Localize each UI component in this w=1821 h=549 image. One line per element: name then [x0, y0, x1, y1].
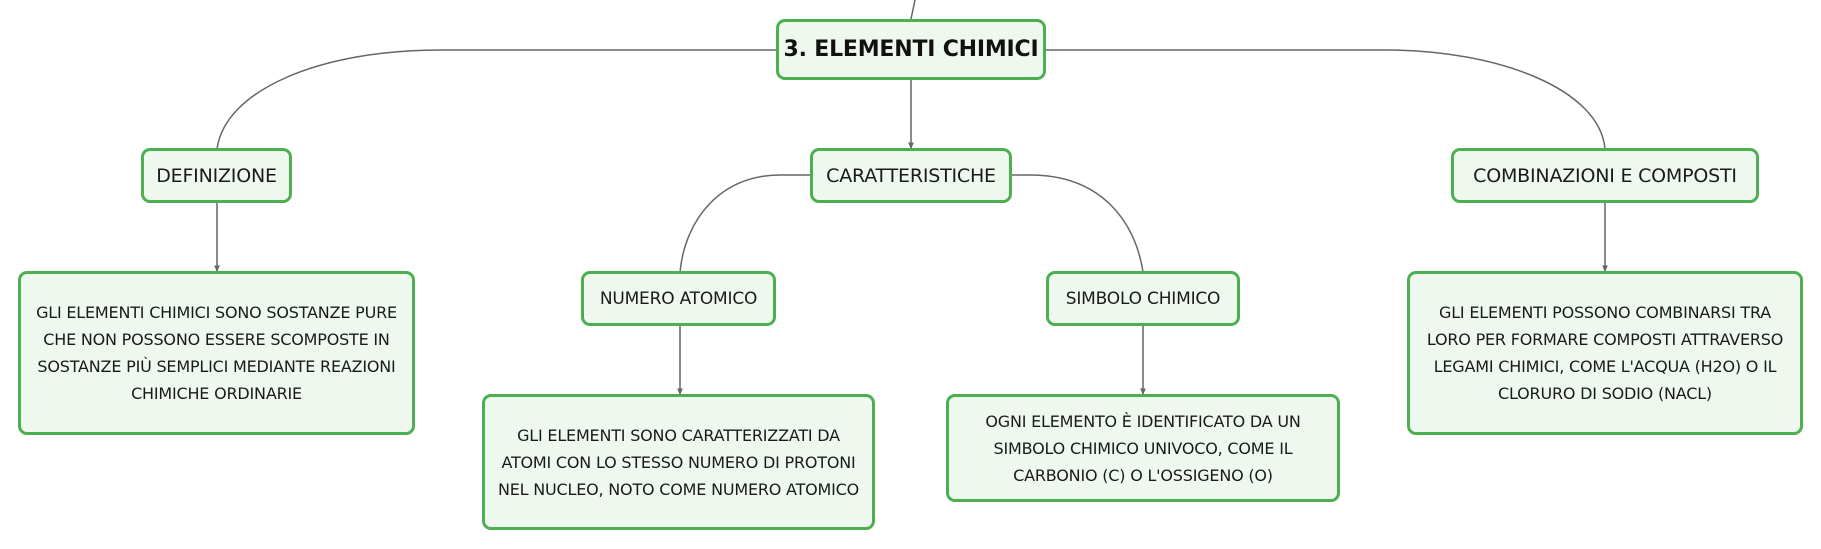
connector-caratteristiche-simbolo — [1011, 174, 1144, 273]
node-combinazioni[interactable]: COMBINAZIONI E COMPOSTI — [1451, 148, 1759, 203]
node-caratteristiche[interactable]: CARATTERISTICHE — [810, 148, 1012, 203]
connector-parent — [910, 0, 916, 20]
node-combinazioni-label: COMBINAZIONI E COMPOSTI — [1473, 164, 1737, 187]
node-combinazioni-detail[interactable]: GLI ELEMENTI POSSONO COMBINARSI TRA LORO… — [1407, 271, 1803, 435]
node-simbolo-chimico-detail-text: OGNI ELEMENTO È IDENTIFICATO DA UN SIMBO… — [985, 411, 1301, 485]
node-definizione-detail[interactable]: GLI ELEMENTI CHIMICI SONO SOSTANZE PURE … — [18, 271, 415, 435]
node-simbolo-chimico[interactable]: SIMBOLO CHIMICO — [1046, 271, 1240, 326]
root-node-label: 3. ELEMENTI CHIMICI — [783, 37, 1039, 62]
connector-root-definizione — [216, 49, 776, 150]
node-definizione[interactable]: DEFINIZIONE — [141, 148, 292, 203]
node-caratteristiche-label: CARATTERISTICHE — [826, 164, 996, 187]
node-numero-atomico-detail[interactable]: GLI ELEMENTI SONO CARATTERIZZATI DA ATOM… — [482, 394, 875, 530]
node-definizione-label: DEFINIZIONE — [156, 164, 277, 187]
node-numero-atomico[interactable]: NUMERO ATOMICO — [581, 271, 776, 326]
node-numero-atomico-detail-text: GLI ELEMENTI SONO CARATTERIZZATI DA ATOM… — [497, 425, 860, 499]
node-numero-atomico-label: NUMERO ATOMICO — [599, 288, 758, 309]
connector-root-combinazioni — [1046, 49, 1606, 150]
connector-caratteristiche-numero — [679, 174, 811, 273]
node-simbolo-chimico-detail[interactable]: OGNI ELEMENTO È IDENTIFICATO DA UN SIMBO… — [946, 394, 1340, 502]
root-node[interactable]: 3. ELEMENTI CHIMICI — [776, 19, 1046, 80]
node-combinazioni-detail-text: GLI ELEMENTI POSSONO COMBINARSI TRA LORO… — [1426, 303, 1784, 403]
node-simbolo-chimico-label: SIMBOLO CHIMICO — [1065, 288, 1221, 309]
node-definizione-detail-text: GLI ELEMENTI CHIMICI SONO SOSTANZE PURE … — [36, 303, 397, 403]
